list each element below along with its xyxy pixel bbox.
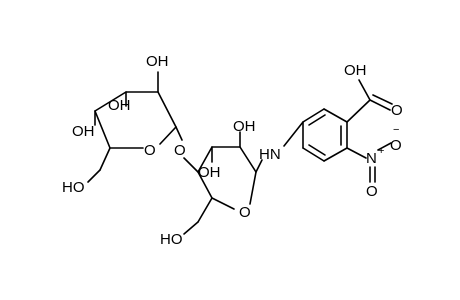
bond-r1-o-c1 bbox=[159, 126, 177, 145]
label-ring2-ch2oh: HO bbox=[160, 231, 183, 248]
bond-ring-nh bbox=[283, 121, 304, 147]
bond-benzene-1 bbox=[302, 108, 325, 123]
label-ring2-oh-c2: OH bbox=[233, 118, 256, 135]
bond-nitro-o-top bbox=[377, 142, 392, 151]
label-ring2-ring-o: O bbox=[239, 204, 251, 221]
bond-benzene-inner-3 bbox=[308, 144, 326, 156]
label-glycosidic-o: O bbox=[174, 142, 186, 159]
bond-ring-cooh bbox=[346, 99, 371, 123]
label-nitro-o-top: O bbox=[390, 137, 402, 154]
atom-labels: OH O N + O − O HN OH OH HO O O O OH OH O… bbox=[62, 53, 403, 248]
bond-r2-c3-c4 bbox=[197, 146, 213, 173]
bond-r2-c1-c2 bbox=[239, 146, 257, 173]
bond-r2-c4-glyco-o bbox=[183, 157, 199, 173]
bond-r2-c5-c6 bbox=[197, 197, 213, 223]
bond-glyco-o-r1-c1 bbox=[175, 126, 183, 141]
bond-r1-c1-c2 bbox=[157, 91, 177, 128]
label-nitro-o-bottom: O bbox=[366, 183, 378, 200]
label-cooh-o: O bbox=[391, 102, 403, 119]
label-ring1-oh-left: OH bbox=[72, 123, 95, 140]
label-cooh-oh: OH bbox=[344, 62, 367, 79]
bond-r1-c4-c5 bbox=[94, 110, 111, 149]
bond-r1-c5-c6 bbox=[99, 147, 111, 171]
bonds bbox=[87, 71, 393, 235]
bond-r2-c5-o bbox=[211, 197, 235, 210]
bond-r1-c3-c4 bbox=[94, 91, 127, 112]
label-nitro-n: N bbox=[366, 150, 377, 167]
bond-cooh-o-double-2 bbox=[372, 94, 393, 105]
label-amine: HN bbox=[259, 146, 281, 163]
bond-r2-c6-oh bbox=[183, 221, 199, 235]
label-nitro-n-charge: + bbox=[378, 145, 384, 157]
label-ring1-oh-mid: OH bbox=[108, 97, 131, 114]
bond-r2-o-c1 bbox=[249, 171, 257, 205]
label-ring1-ring-o: O bbox=[144, 142, 156, 159]
bond-r1-c6-oh bbox=[87, 169, 101, 183]
bond-benzene-4 bbox=[323, 147, 348, 162]
label-nitro-o-top-charge: − bbox=[393, 124, 399, 136]
bond-benzene-2 bbox=[323, 108, 348, 123]
label-ring1-oh-top: OH bbox=[146, 53, 169, 70]
label-ring1-ch2oh: HO bbox=[62, 179, 85, 196]
bond-benzene-inner-1 bbox=[308, 114, 326, 126]
bond-cooh-o-double-1 bbox=[369, 99, 391, 111]
label-ring2-oh-c3: OH bbox=[198, 164, 221, 181]
bond-ring-nitro bbox=[346, 147, 367, 159]
bond-r2-c4-c5 bbox=[197, 171, 213, 199]
bond-nh-c1 bbox=[255, 159, 263, 173]
bond-benzene-5 bbox=[302, 147, 325, 162]
bond-cooh-oh bbox=[358, 79, 371, 101]
